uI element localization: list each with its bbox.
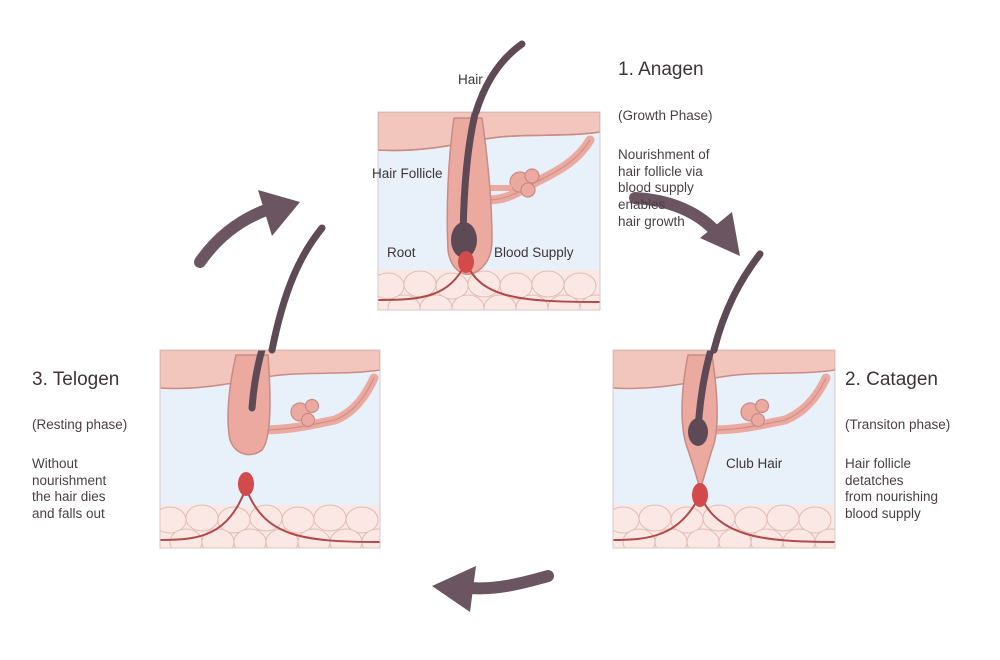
telogen-text-block: 3. Telogen (Resting phase) Without nouri…: [32, 348, 127, 543]
telogen-panel: [159, 224, 381, 549]
telogen-subtitle: (Resting phase): [32, 416, 128, 432]
anagen-panel: [377, 40, 601, 311]
telogen-description: Without nourishment the hair dies and fa…: [32, 455, 107, 522]
catagen-title: 2. Catagen: [845, 369, 938, 390]
hair-follicle-label: Hair Follicle: [372, 166, 443, 181]
catagen-subtitle: (Transiton phase): [845, 416, 951, 432]
blood-supply-label: Blood Supply: [494, 245, 574, 260]
telogen-title: 3. Telogen: [32, 369, 120, 390]
anagen-title: 1. Anagen: [618, 59, 704, 80]
catagen-description: Hair follicle detatches from nourishing …: [845, 455, 939, 522]
club-hair-label: Club Hair: [726, 456, 783, 471]
anagen-description: Nourishment of hair follicle via blood s…: [618, 146, 710, 230]
cycle-arrow-icon: [194, 190, 300, 268]
catagen-panel: [612, 250, 836, 549]
cycle-arrow-icon: [432, 566, 554, 612]
anagen-subtitle: (Growth Phase): [618, 107, 713, 123]
root-label: Root: [387, 245, 416, 260]
cycle-arrow-icon: [629, 192, 740, 256]
catagen-text-block: 2. Catagen (Transiton phase) Hair follic…: [845, 348, 950, 543]
anagen-text-block: 1. Anagen (Growth Phase) Nourishment of …: [618, 38, 713, 251]
hair-label: Hair: [458, 72, 483, 87]
